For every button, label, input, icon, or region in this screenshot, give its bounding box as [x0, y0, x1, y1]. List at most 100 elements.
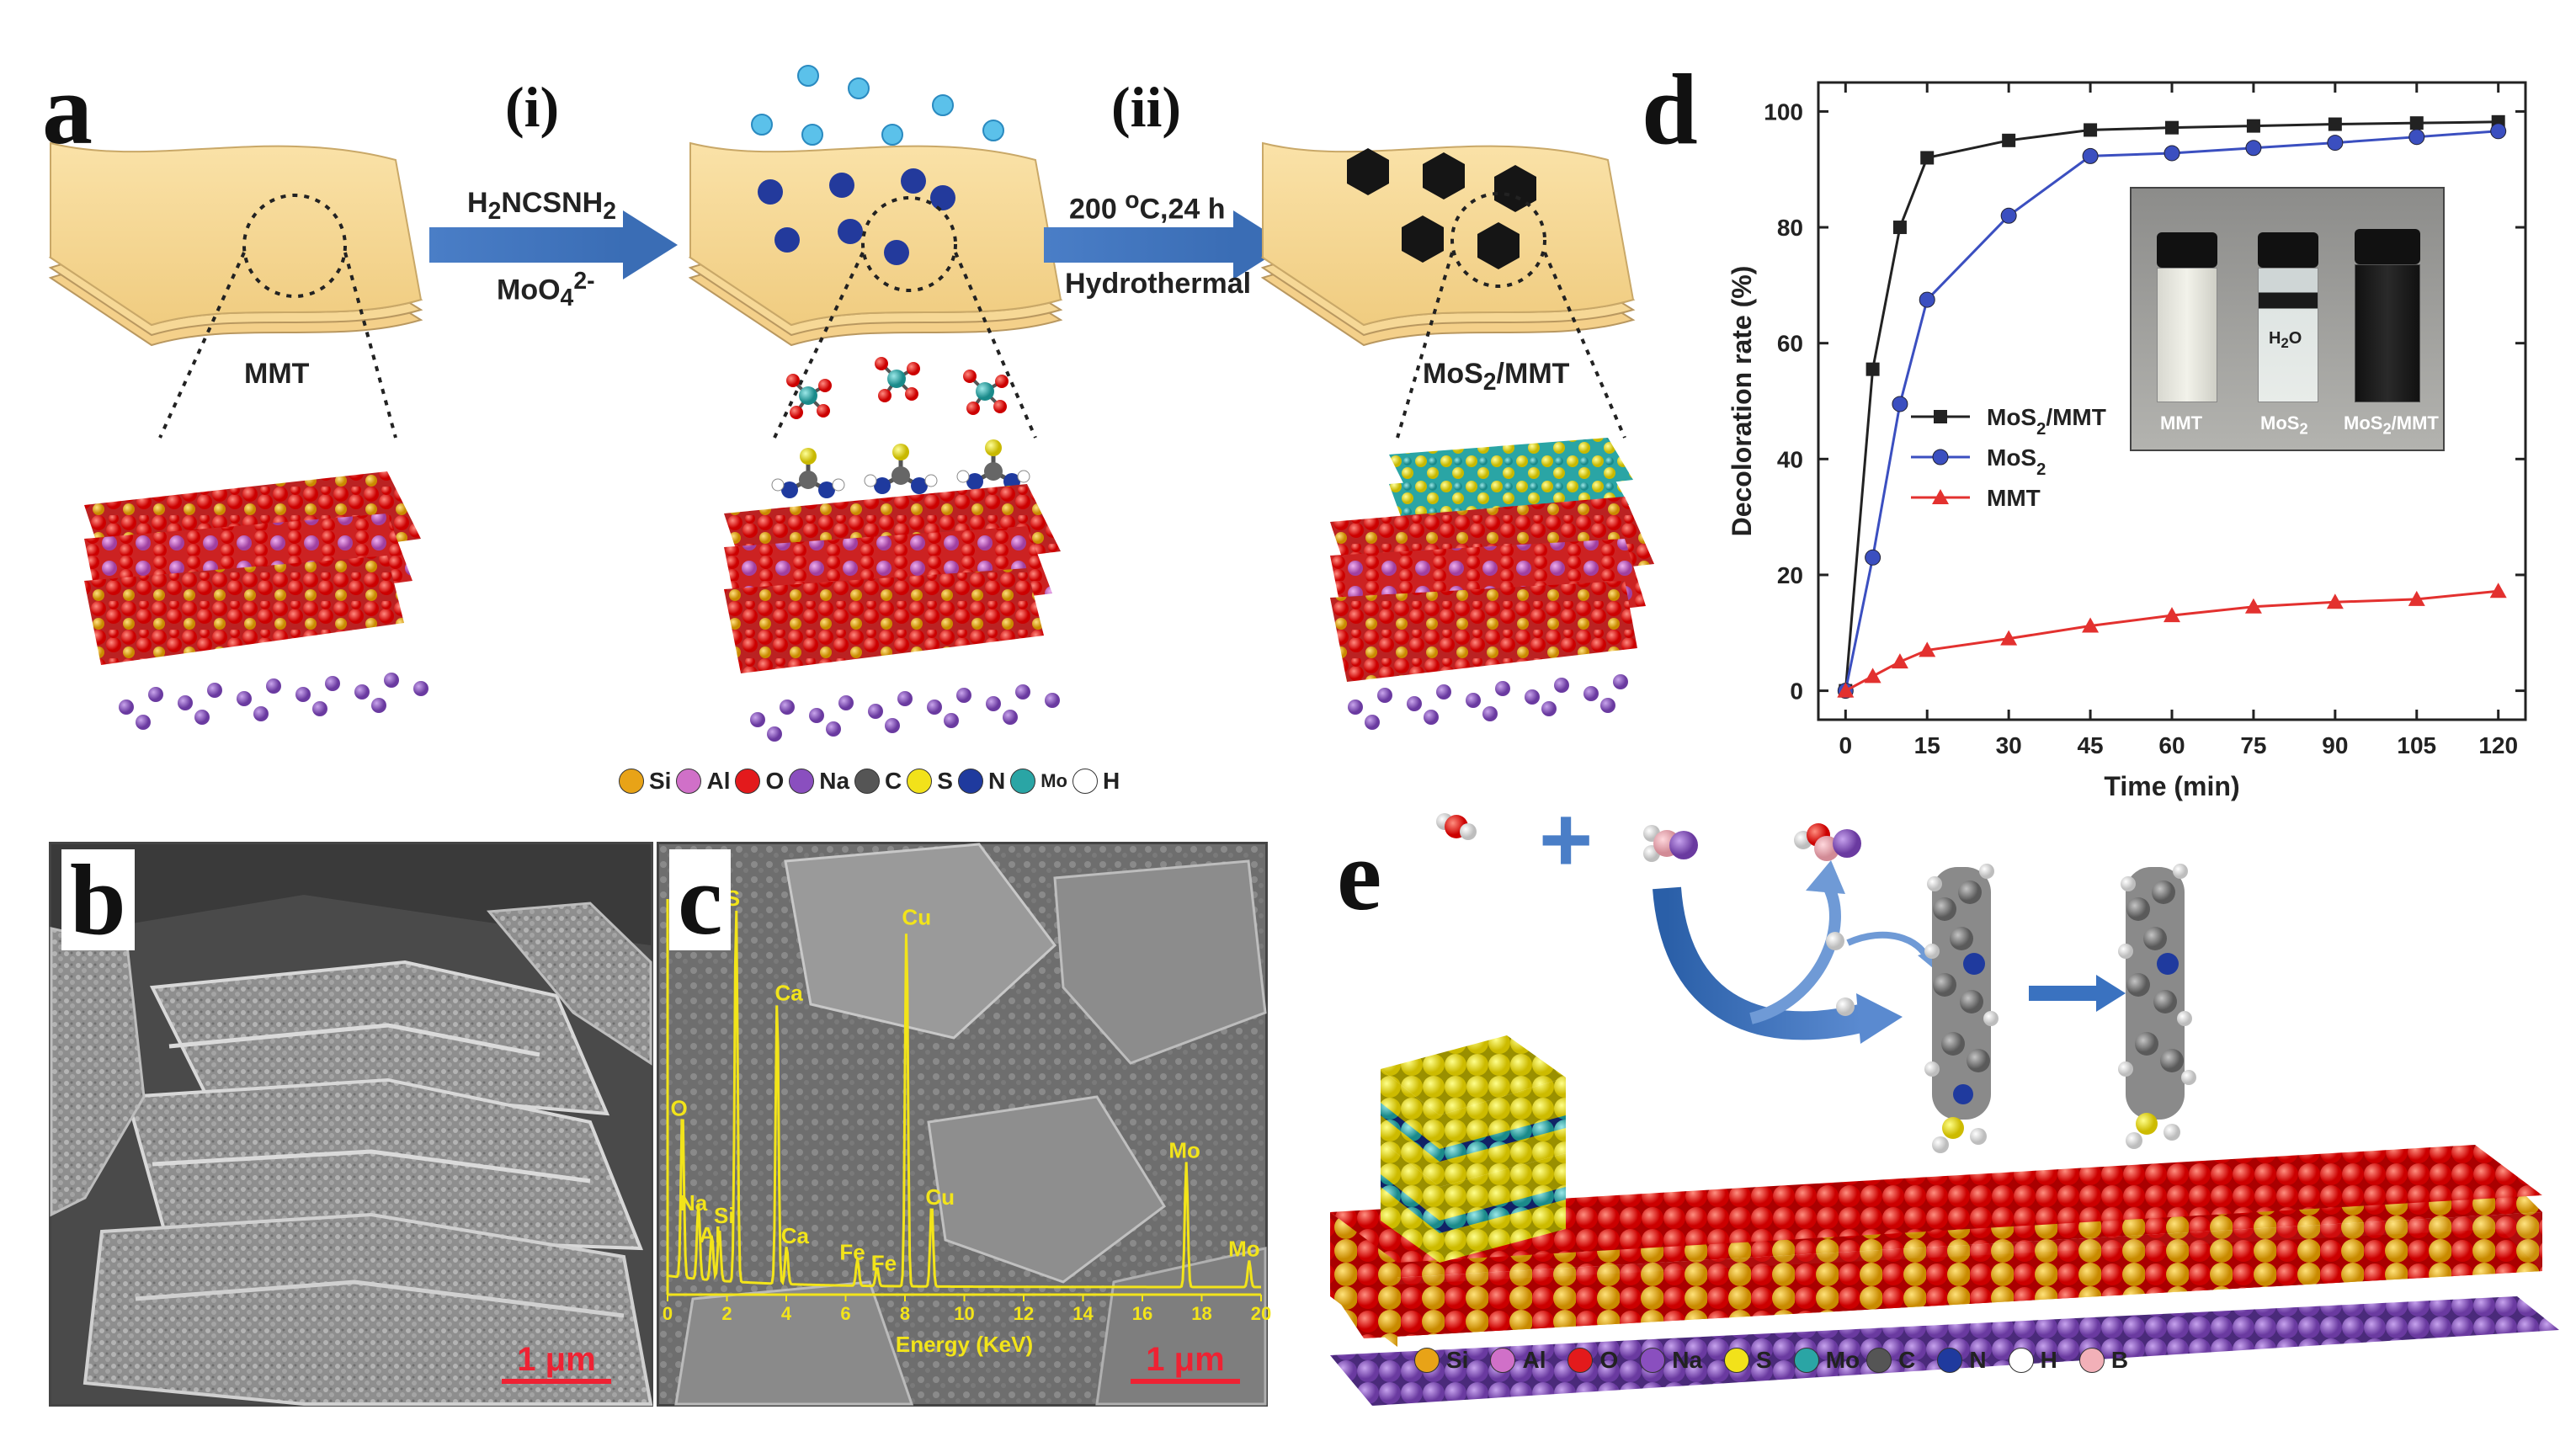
- legend-marker: [1932, 449, 1949, 465]
- data-point: [2245, 140, 2262, 157]
- x-tick-label: 30: [1996, 732, 2022, 758]
- step1-arrowhead: [623, 210, 678, 279]
- eds-peak-label: Na: [679, 1190, 708, 1216]
- x-tick-label: 105: [2397, 732, 2436, 758]
- data-point: [1892, 396, 1908, 412]
- data-point: [2084, 123, 2098, 137]
- vial-mmt: [2157, 232, 2217, 402]
- x-tick-label: 0: [1839, 732, 1853, 758]
- mos2-mmt-na-layer: [1348, 674, 1628, 730]
- reaction-curved-arrow: [1653, 886, 1864, 1040]
- data-point: [2489, 583, 2507, 598]
- legend-mo-swatch: [1793, 1348, 1819, 1373]
- product-molecule: [1794, 823, 1861, 861]
- legend-b-swatch: [2078, 1348, 2105, 1373]
- eds-tick-label: 2: [721, 1303, 732, 1324]
- legend-label: MoS2/MMT: [1987, 404, 2106, 439]
- step2-condition-temp: 200 oC,24 h: [1069, 187, 1226, 226]
- y-tick-label: 60: [1777, 331, 1803, 357]
- data-point: [2327, 135, 2344, 152]
- vial-mos2: H2O: [2258, 232, 2318, 402]
- mmt-slab: [1330, 1145, 2542, 1347]
- hydrogen-transfer-arrow: [1846, 931, 1931, 961]
- mos2-block: [1381, 1035, 1566, 1263]
- y-tick-label: 80: [1777, 215, 1803, 241]
- vials-photo-inset: H2O MMT MoS2 MoS2/MMT: [2130, 187, 2445, 451]
- y-tick-label: 0: [1790, 678, 1803, 705]
- step1-reagent-molybdate: MoO42-: [497, 268, 595, 312]
- panel-d-label: d: [1642, 53, 1698, 165]
- panel-b-micrograph: [50, 844, 653, 1406]
- x-tick-label: 90: [2322, 732, 2348, 758]
- data-point: [2002, 133, 2016, 147]
- eds-peak-label: Fe: [871, 1251, 897, 1276]
- legend-o-swatch: [735, 769, 761, 794]
- legend-n-swatch: [957, 769, 983, 794]
- hydrogen-atom: [1826, 932, 1844, 950]
- legend-mo-swatch: [1010, 769, 1036, 794]
- molybdate-ions: [786, 357, 1009, 419]
- mos2-mmt-lattice: [1330, 497, 1654, 682]
- data-point: [1920, 151, 1935, 165]
- data-point: [1865, 362, 1880, 376]
- legend-s-swatch: [1724, 1348, 1750, 1373]
- product-arrow: [1749, 880, 1841, 1024]
- dye-transformation-arrowhead: [2096, 975, 2126, 1012]
- thiourea-molecules: [771, 439, 1030, 498]
- legend-h-swatch: [2008, 1348, 2034, 1373]
- eds-peak-label: Fe: [839, 1240, 865, 1265]
- data-point: [2408, 590, 2425, 606]
- mmt-na-layer: [119, 673, 428, 730]
- eds-tick-label: 8: [900, 1303, 910, 1324]
- step1-label: (i): [505, 75, 560, 139]
- x-tick-label: 60: [2158, 732, 2185, 758]
- panel-a: a: [0, 0, 1654, 808]
- data-point: [1919, 291, 1935, 308]
- step2-arrow-shaft: [1044, 227, 1233, 263]
- sheet-label-mos2-mmt: MoS2/MMT: [1423, 358, 1570, 396]
- eds-peak-label: Si: [714, 1203, 735, 1228]
- step2-label: (ii): [1111, 75, 1182, 139]
- panel-e-legend: Si Al O Na S Mo C N H B: [1414, 1347, 2128, 1374]
- step1-reagent-thiourea: H2NCSNH2: [467, 187, 616, 225]
- legend-label: MMT: [1987, 485, 2041, 511]
- data-point: [2408, 129, 2425, 146]
- eds-spectrum-line: [667, 910, 1262, 1289]
- panel-c-scale-bar: 1 μm: [1131, 1341, 1240, 1384]
- eds-peak-label: Mo: [1168, 1138, 1200, 1163]
- water-molecule: [1436, 813, 1477, 840]
- legend-label: MoS2: [1987, 444, 2046, 479]
- mos2-mmt-sheet: [1260, 141, 1636, 439]
- eds-tick-label: 6: [840, 1303, 850, 1324]
- step2-condition-method: Hydrothermal: [1065, 268, 1252, 300]
- data-point: [1919, 641, 1936, 657]
- panel-e: e: [1313, 788, 2576, 1431]
- data-point: [1865, 549, 1881, 566]
- data-point: [2000, 207, 2017, 224]
- legend-c-swatch: [1866, 1348, 1892, 1373]
- data-point: [1892, 221, 1907, 235]
- vial-label-mos2-mmt: MoS2/MMT: [2344, 412, 2439, 438]
- vial-h2o-label: H2O: [2269, 329, 2302, 351]
- data-point: [1891, 653, 1908, 669]
- data-point: [2164, 607, 2180, 623]
- eds-tick-label: 16: [1132, 1303, 1152, 1324]
- y-tick-label: 40: [1777, 446, 1803, 472]
- x-tick-label: 75: [2240, 732, 2266, 758]
- series-line: [1844, 589, 2499, 692]
- legend-na-swatch: [1640, 1348, 1666, 1373]
- data-point: [2490, 123, 2507, 140]
- legend-marker: [1932, 489, 1949, 504]
- panel-c-label: c: [669, 849, 732, 950]
- eds-peak-label: Cu: [925, 1184, 955, 1210]
- hydrogen-atom: [1836, 997, 1855, 1016]
- data-point: [2244, 598, 2262, 614]
- data-point: [1837, 682, 1855, 698]
- eds-peak-label: Al: [700, 1222, 721, 1247]
- data-point: [2246, 119, 2260, 133]
- panel-b-sem-image: b 1 μm: [49, 842, 653, 1407]
- x-tick-label: 120: [2478, 732, 2518, 758]
- panel-b-label: b: [61, 849, 135, 950]
